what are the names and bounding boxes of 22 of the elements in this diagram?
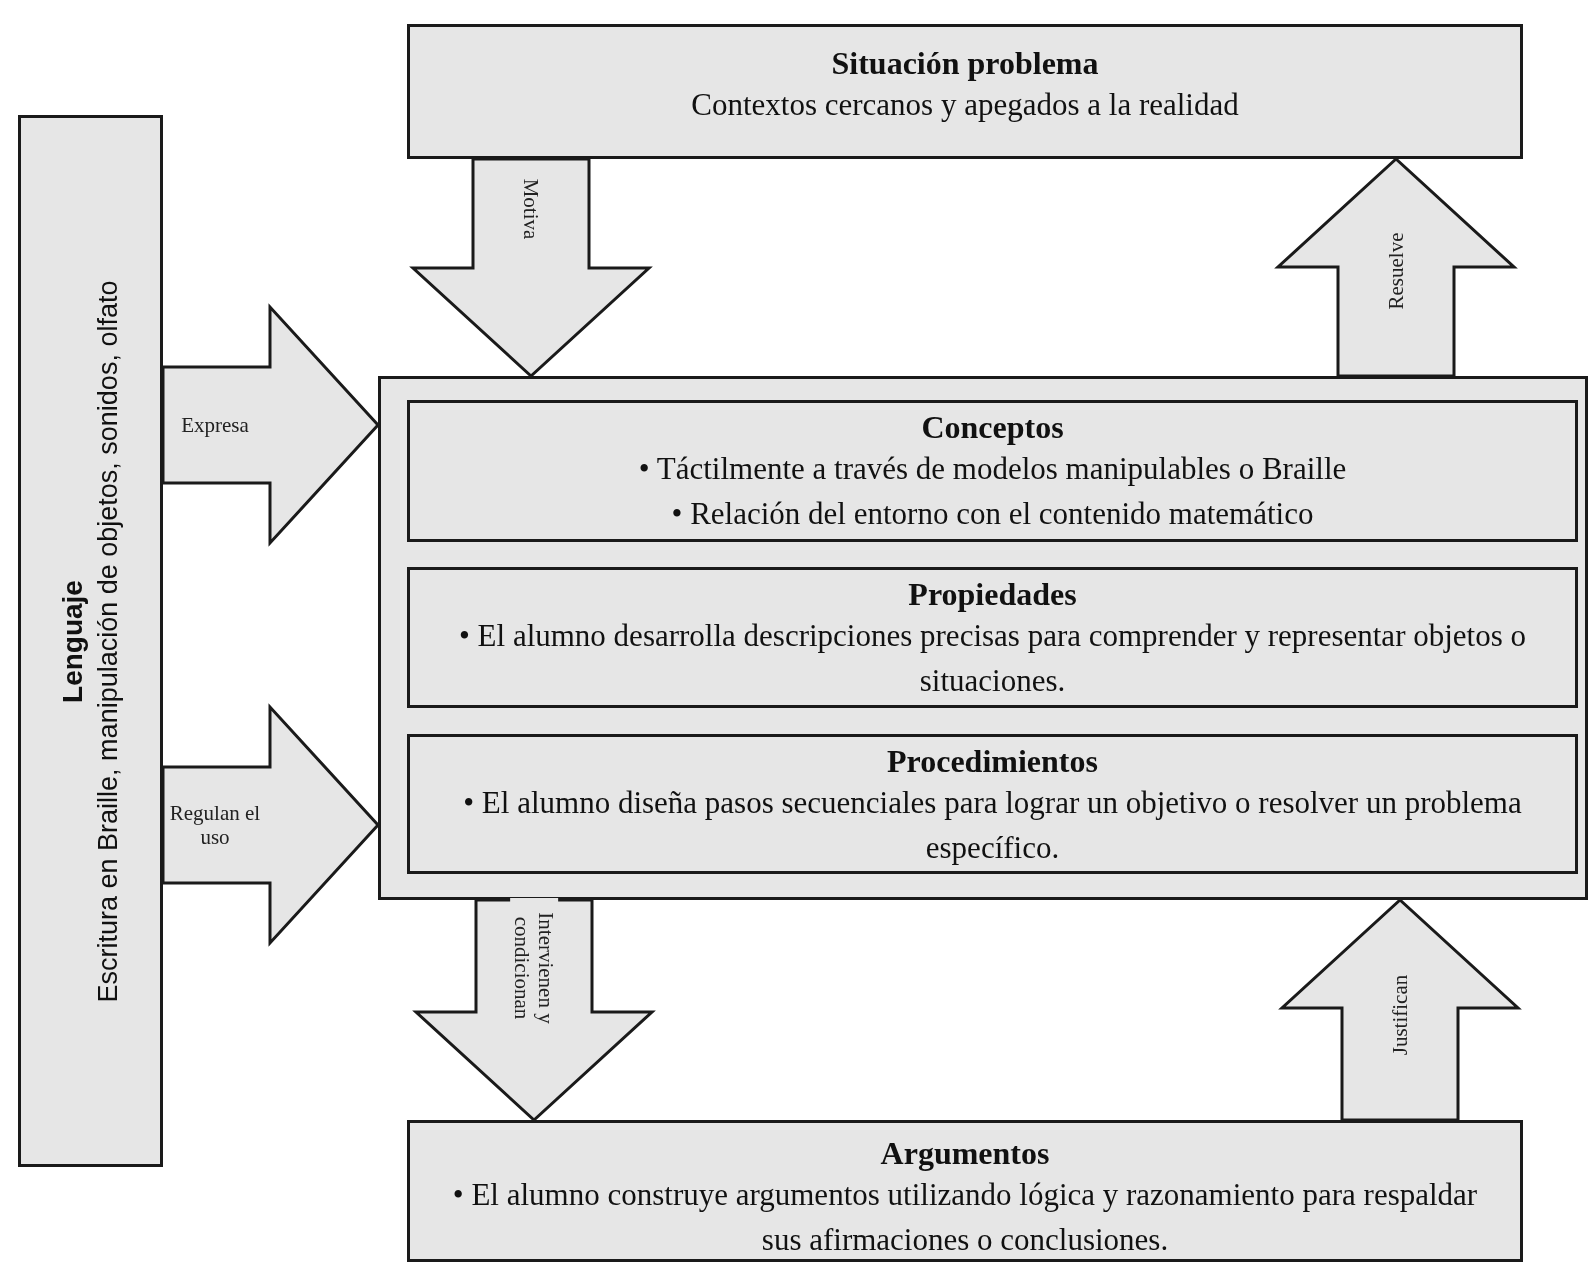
block-arrow <box>409 157 653 379</box>
section-box <box>407 400 1578 542</box>
bullet-item: • El alumno desarrolla descripciones precisas para comprender y representar objetos o situaciones. <box>458 617 1527 700</box>
box-heading: Conceptos <box>920 408 1065 447</box>
concept-box <box>18 115 163 1167</box>
concept-box <box>407 24 1523 159</box>
box-description: Contextos cercanos y apegados a la realidad <box>690 86 1240 124</box>
bullet-item: • El alumno diseña pasos secuenciales para lograr un objetivo o resolver un problema específico. <box>462 784 1523 867</box>
section-box <box>407 734 1578 874</box>
box-heading: Lenguaje <box>55 578 89 705</box>
container-box <box>378 376 1588 900</box>
box-heading: Procedimientos <box>886 742 1099 781</box>
concept-box <box>407 1120 1523 1262</box>
bullet-item: • Relación del entorno con el contenido matemático <box>670 494 1315 533</box>
box-heading: Situación problema <box>830 44 1100 83</box>
box-description: Escritura en Braille, manipulación de objetos, sonidos, olfato <box>91 279 124 1004</box>
block-arrow <box>161 303 381 547</box>
bullet-item: • Táctilmente a través de modelos manipulables o Braille <box>637 450 1348 488</box>
bullet-item: • El alumno construye argumentos utilizando lógica y razonamiento para respaldar sus afirmaciones o conclusiones. <box>451 1176 1479 1259</box>
box-heading: Propiedades <box>907 575 1078 614</box>
section-box <box>407 567 1578 708</box>
box-heading: Argumentos <box>879 1134 1051 1173</box>
